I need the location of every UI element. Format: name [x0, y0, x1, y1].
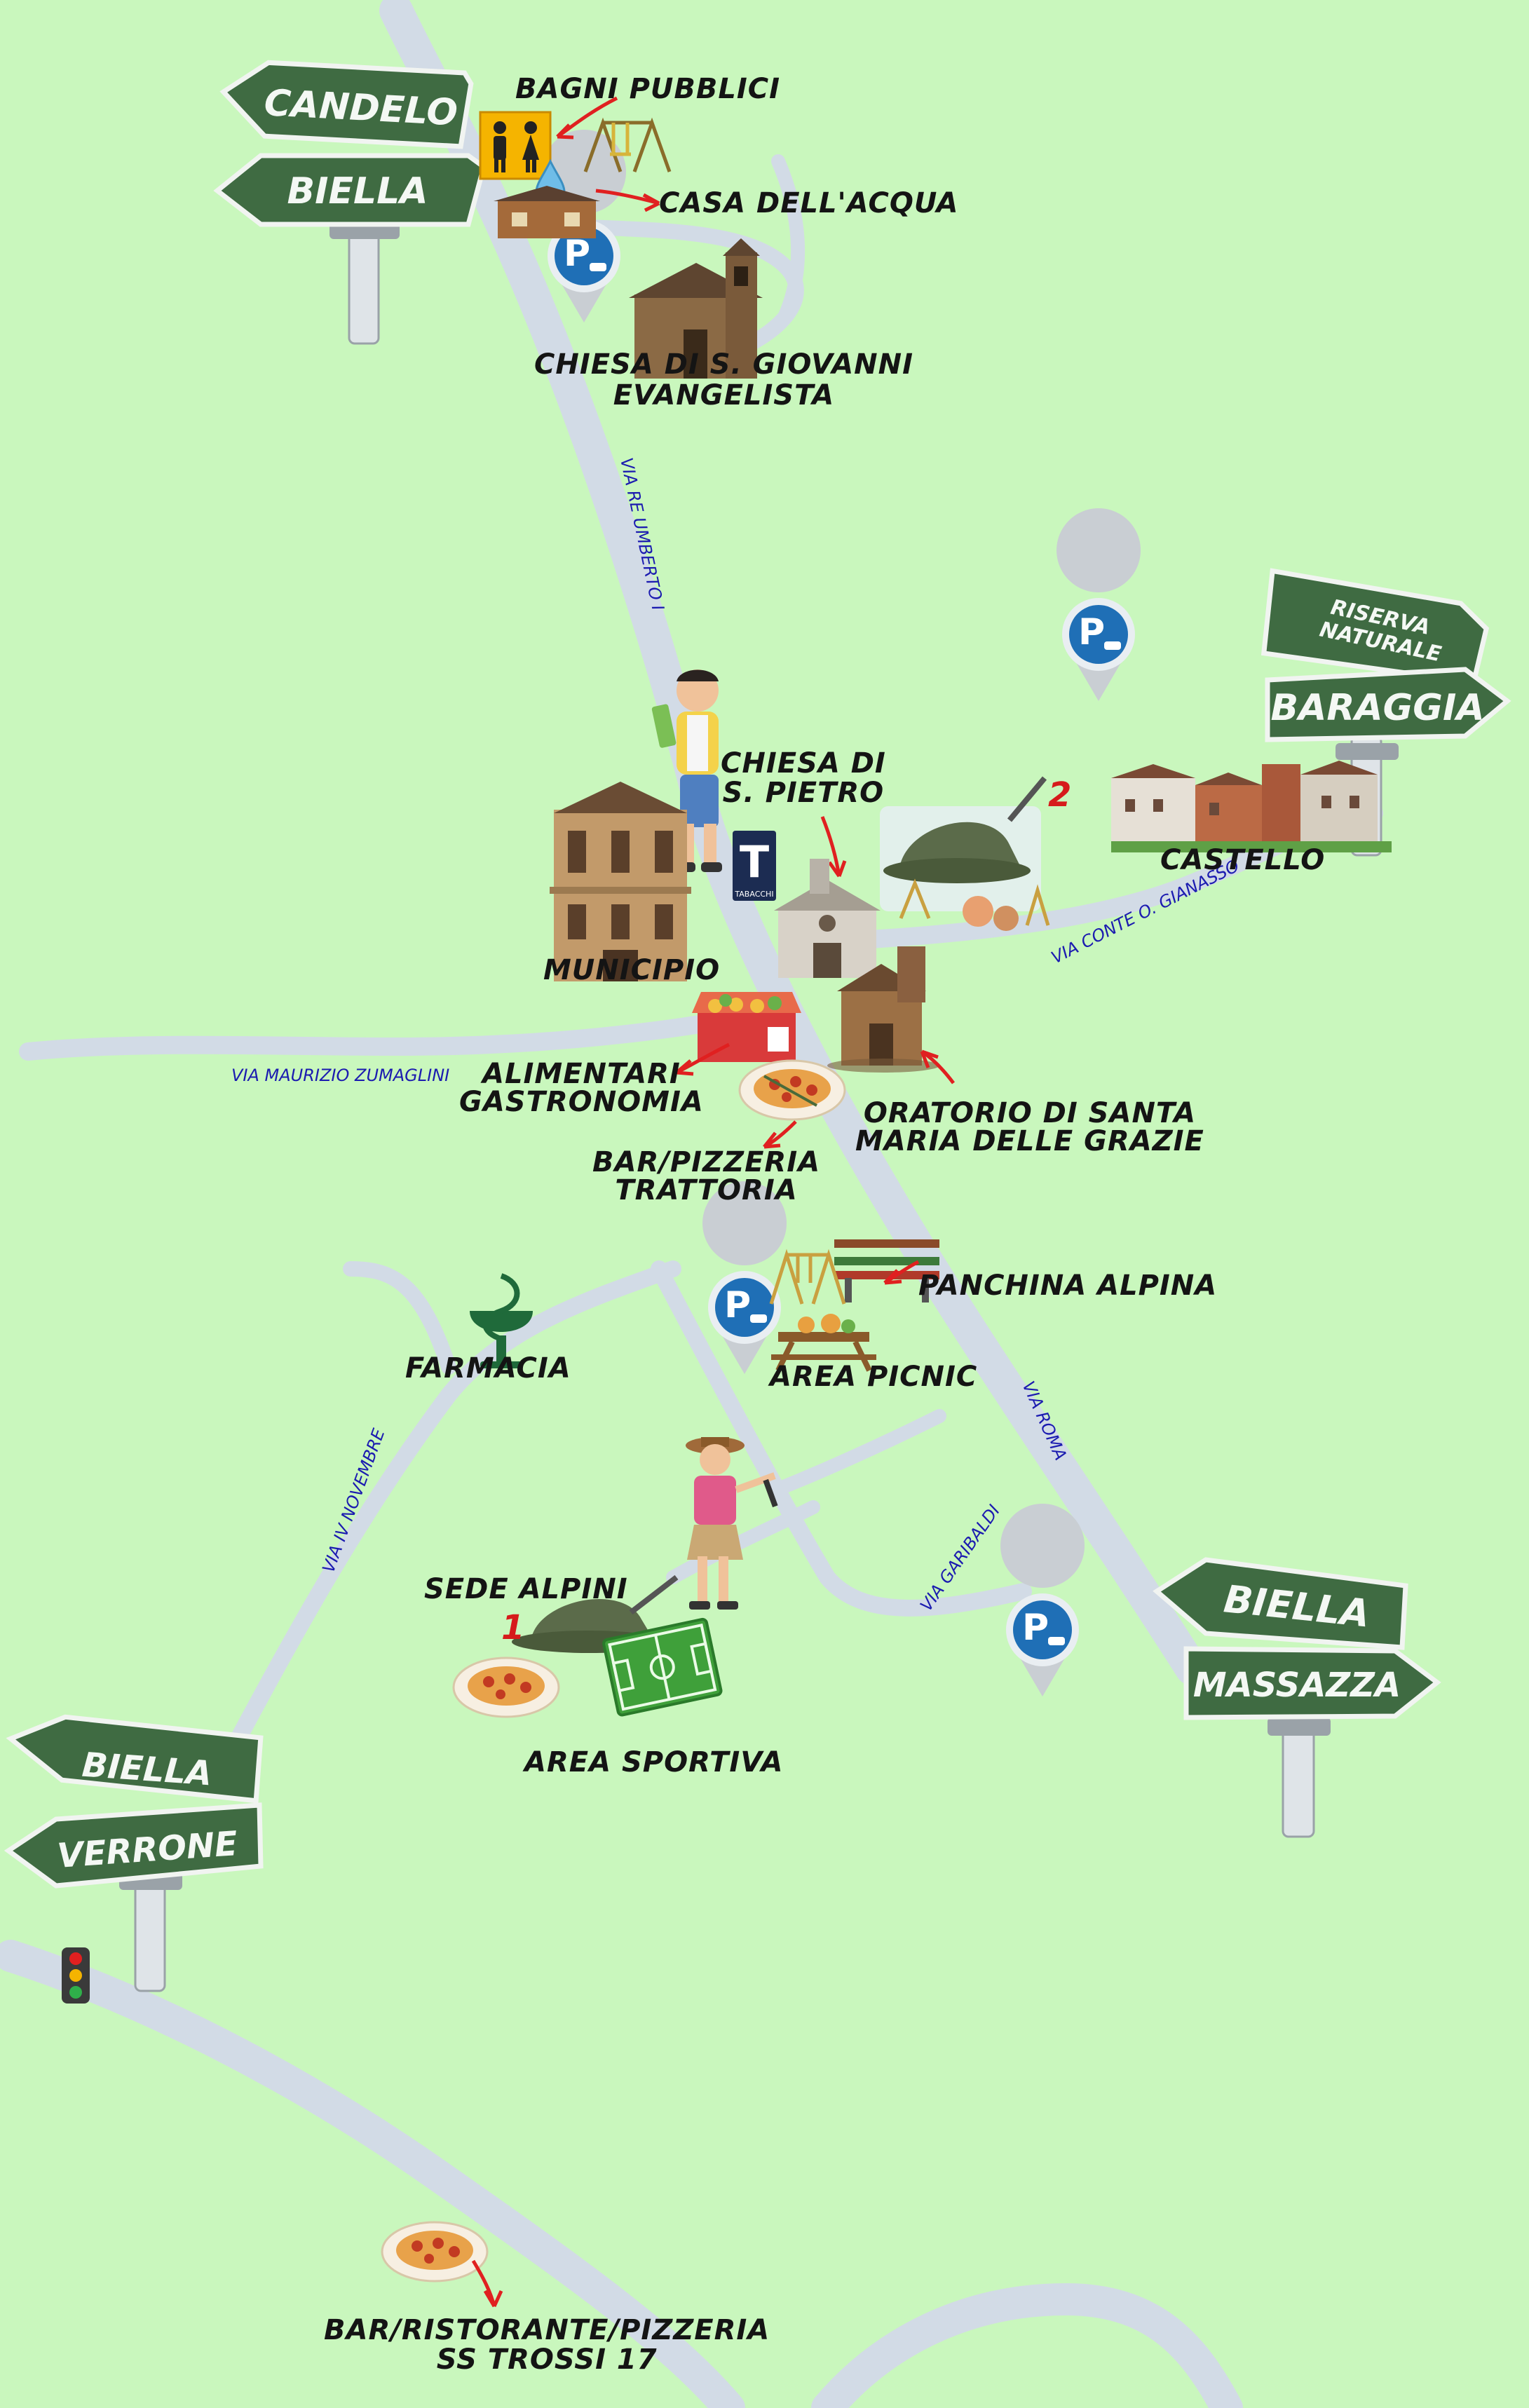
label-area-picnic: AREA PICNIC	[770, 1361, 978, 1393]
road-north-east	[525, 217, 804, 358]
label-line: MARIA DELLE GRAZIE	[855, 1125, 1204, 1157]
svg-text:TABACCHI: TABACCHI	[734, 890, 773, 899]
svg-text:P: P	[724, 1284, 751, 1326]
road-side-c	[666, 1500, 820, 1584]
label-bar-ristorante: BAR/RISTORANTE/PIZZERIA SS TROSSI 17	[324, 2315, 770, 2374]
red-arrow	[820, 816, 841, 877]
label-line: BAR/RISTORANTE/PIZZERIA	[324, 2314, 770, 2346]
label-castello: CASTELLO	[1160, 844, 1326, 876]
sign-text-candelo: CANDELO	[263, 82, 458, 134]
parking-icon[interactable]: P	[1056, 508, 1141, 701]
pasta-plate-icon	[381, 2221, 489, 2283]
road-via-maurizio-zumaglini	[19, 1007, 752, 1061]
hiker-icon	[686, 1437, 778, 1610]
parking-pins: P P P P	[542, 130, 1141, 1696]
label-line: CHIESA DI	[721, 747, 886, 780]
sign-arrow-verrone	[4, 1802, 264, 1889]
street-label-via-maurizio-zumaglini: VIA MAURIZIO ZUMAGLINI	[231, 1066, 449, 1085]
restroom-icon[interactable]	[479, 111, 552, 180]
sign-arrow-candelo	[219, 60, 474, 149]
label-oratorio: ORATORIO DI SANTA MARIA DELLE GRAZIE	[855, 1099, 1204, 1155]
parking-icon[interactable]: P	[1000, 1504, 1085, 1696]
sign-text-baraggia: BARAGGIA	[1270, 687, 1484, 729]
sign-arrow-massazza	[1183, 1646, 1441, 1720]
label-line: EVANGELISTA	[613, 379, 835, 411]
castle-icon	[1111, 761, 1392, 852]
football-field-icon	[602, 1617, 723, 1717]
label-bar-pizzeria: BAR/PIZZERIA TRATTORIA	[592, 1148, 820, 1204]
road-lower-ss	[0, 1940, 745, 2408]
sign-text-biella-west: BIELLA	[81, 1746, 213, 1794]
badge-2: 2	[1048, 775, 1071, 815]
church-icon	[629, 238, 763, 379]
parking-icon[interactable]: P	[702, 1181, 787, 1374]
sign-arrow-riserva-naturale	[1260, 568, 1490, 686]
signpost-biella-verrone: BIELLA VERRONE	[4, 1714, 264, 1992]
svg-text:P: P	[1078, 611, 1105, 653]
label-line: TRATTORIA	[615, 1174, 798, 1206]
label-municipio: MUNICIPIO	[543, 954, 721, 986]
label-line: SS TROSSI 17	[436, 2344, 658, 2376]
pasta-plate-icon	[452, 1657, 560, 1718]
church-icon	[774, 859, 881, 978]
label-line: CHIESA DI S. GIOVANNI	[534, 348, 913, 381]
road-via-garibaldi	[651, 1260, 1032, 1617]
road-north-loop	[771, 154, 806, 322]
label-casa-dell-acqua: CASA DELL'ACQUA	[659, 187, 959, 219]
house-icon	[494, 186, 600, 238]
town-hall-icon	[550, 782, 691, 981]
svg-text:P: P	[1022, 1607, 1049, 1649]
sign-text-biella-north: BIELLA	[287, 170, 428, 212]
signpost-biella-massazza: BIELLA MASSAZZA	[1153, 1557, 1441, 1838]
road-side-a	[343, 1261, 456, 1375]
picnic-table-icon	[771, 1314, 876, 1372]
badge-1: 1	[501, 1608, 524, 1647]
signpost-candelo-biella: CANDELO BIELLA	[213, 60, 487, 345]
label-sede-alpini: SEDE ALPINI	[424, 1573, 628, 1605]
tobacco-shop-icon[interactable]: T TABACCHI	[733, 831, 776, 901]
road-via-iv-novembre	[230, 1260, 681, 1747]
label-line: GASTRONOMIA	[459, 1086, 704, 1118]
alpine-hat-icon	[880, 776, 1050, 931]
pharmacy-icon	[470, 1273, 533, 1368]
sign-text-massazza: MASSAZZA	[1193, 1666, 1401, 1705]
traffic-light-icon	[62, 1947, 90, 2004]
playground-icon	[583, 117, 672, 172]
label-chiesa-pietro: CHIESA DI S. PIETRO	[721, 749, 886, 808]
road-bottom-right	[811, 2283, 1243, 2408]
sign-arrow-biella-west	[6, 1714, 264, 1804]
road-side-b	[778, 1409, 946, 1493]
signpost-baraggia: RISERVA NATURALE BARAGGIA	[1260, 568, 1511, 857]
label-area-sportiva: AREA SPORTIVA	[524, 1746, 784, 1778]
sign-arrow-biella-east	[1153, 1557, 1408, 1650]
svg-text:T: T	[740, 836, 769, 887]
playground-icon	[769, 1249, 846, 1305]
tourist-icon	[651, 669, 722, 872]
label-line: ALIMENTARI	[482, 1058, 681, 1090]
label-farmacia: FARMACIA	[405, 1352, 571, 1385]
market-stall-icon	[692, 992, 801, 1062]
label-alimentari: ALIMENTARI GASTRONOMIA	[459, 1060, 704, 1116]
chapel-icon	[827, 946, 939, 1073]
label-bagni-pubblici: BAGNI PUBBLICI	[515, 73, 780, 105]
sign-arrow-baraggia	[1265, 667, 1511, 742]
label-panchina-alpina: PANCHINA ALPINA	[918, 1270, 1218, 1302]
label-line: BAR/PIZZERIA	[592, 1146, 821, 1178]
label-line: ORATORIO DI SANTA	[863, 1097, 1197, 1129]
svg-text:P: P	[564, 233, 590, 275]
label-chiesa-giovanni: CHIESA DI S. GIOVANNI EVANGELISTA	[534, 349, 913, 411]
pasta-plate-icon	[738, 1059, 846, 1121]
label-line: S. PIETRO	[722, 777, 885, 809]
